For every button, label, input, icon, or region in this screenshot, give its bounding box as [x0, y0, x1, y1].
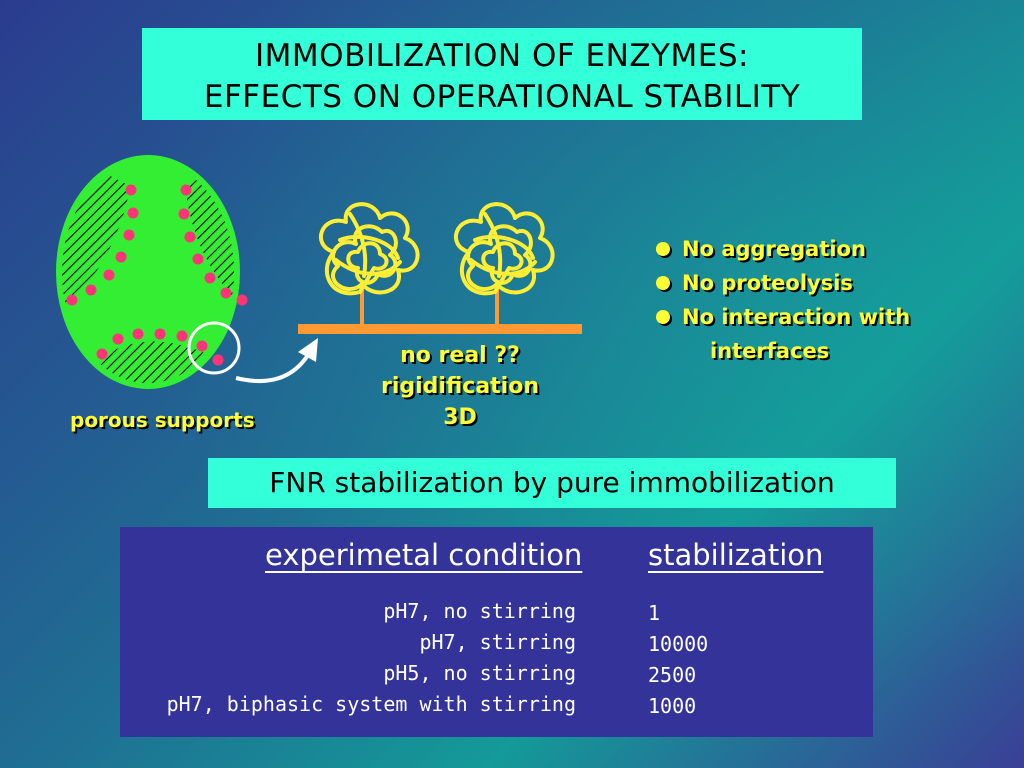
benefit-list: No aggregation No proteolysis No interac…	[652, 232, 910, 368]
title-line-2: EFFECTS ON OPERATIONAL STABILITY	[203, 79, 801, 115]
rigidification-label: no real ?? rigidification 3D	[360, 340, 560, 433]
fnr-heading: FNR stabilization by pure immobilization	[208, 458, 896, 508]
rigid-line-1: no real ??	[400, 343, 520, 368]
table-cell-value: 1000	[648, 694, 697, 718]
bullet-icon	[656, 310, 670, 324]
list-item: No aggregation	[652, 232, 910, 266]
enzyme-coil-2	[453, 202, 555, 296]
bullet-text: No interaction with	[682, 305, 911, 329]
enzyme-dots	[66, 184, 248, 366]
list-item: No proteolysis	[652, 266, 910, 300]
zoom-arrow	[235, 338, 318, 383]
immobilized-enzymes	[298, 202, 582, 334]
porous-support	[56, 155, 248, 389]
results-table	[120, 527, 873, 737]
table-cell-condition: pH7, no stirring	[383, 599, 576, 623]
bullet-text: No proteolysis	[682, 271, 853, 295]
table-cell-value: 1	[648, 601, 661, 625]
table-cell-value: 2500	[648, 663, 697, 687]
rigid-line-2: rigidification	[381, 374, 539, 399]
condition-column: pH7, no stirring pH7, stirring pH5, no s…	[120, 596, 576, 720]
condition-column-header: experimetal condition	[265, 538, 583, 572]
stabilization-column: 1 10000 2500 1000	[648, 598, 708, 722]
table-cell-condition: pH7, biphasic system with stirring	[166, 692, 576, 716]
pore-channel	[75, 175, 230, 330]
zoom-circle	[187, 321, 241, 375]
support-bar	[298, 324, 582, 334]
enzyme-coil-1	[318, 202, 420, 296]
support-outline	[56, 155, 240, 389]
rigid-line-3: 3D	[443, 405, 477, 430]
slide-title: IMMOBILIZATION OF ENZYMES: EFFECTS ON OP…	[142, 28, 862, 120]
bullet-icon	[656, 276, 670, 290]
bullet-continuation: interfaces	[710, 339, 830, 363]
stabilization-column-header: stabilization	[648, 538, 824, 572]
title-line-1: IMMOBILIZATION OF ENZYMES:	[255, 38, 749, 74]
list-item: No interaction with	[652, 300, 910, 334]
table-cell-value: 10000	[648, 632, 709, 656]
table-cell-condition: pH5, no stirring	[383, 661, 576, 685]
bullet-icon	[656, 242, 670, 256]
bullet-text: No aggregation	[682, 237, 866, 261]
porous-supports-label: porous supports	[70, 408, 255, 432]
table-cell-condition: pH7, stirring	[419, 630, 576, 654]
